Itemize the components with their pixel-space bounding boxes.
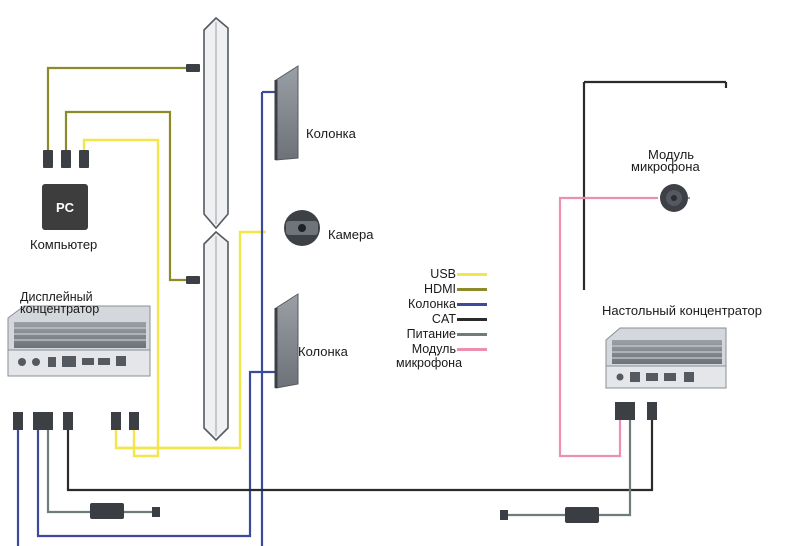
legend-row-speaker: Колонка xyxy=(366,298,487,310)
legend-swatch-power xyxy=(457,332,487,336)
power-adapter-left xyxy=(90,503,160,519)
display-hub-device xyxy=(7,305,151,377)
legend-swatch-mic xyxy=(457,347,487,351)
camera-label: Камера xyxy=(328,227,374,242)
legend-label: HDMI xyxy=(424,282,456,296)
legend-label: Модуль xyxy=(411,342,456,356)
table-hub-device xyxy=(605,327,727,389)
mic-module-label-line1: Модуль xyxy=(648,147,695,162)
speaker-bottom-label: Колонка xyxy=(298,344,348,359)
power-adapter-right xyxy=(500,507,599,523)
legend-row-cat: CAT xyxy=(366,313,487,325)
legend-row-mic: Модуль xyxy=(366,343,487,355)
computer-label: Компьютер xyxy=(30,237,98,252)
speaker-cables xyxy=(16,90,276,546)
legend-swatch-cat xyxy=(457,317,487,321)
mic-module-label-line2: микрофона xyxy=(631,159,700,174)
legend-row-usb: USB xyxy=(366,268,487,280)
legend-label: CAT xyxy=(431,312,456,326)
mic-cables xyxy=(558,196,658,458)
legend-label: USB xyxy=(430,267,456,281)
legend-row-power: Питание xyxy=(366,328,487,340)
speaker-bottom-icon xyxy=(274,293,299,389)
display-hub-label-line1: Дисплейный xyxy=(20,290,93,304)
pc-badge-text: PC xyxy=(56,200,75,215)
speaker-top-label: Колонка xyxy=(306,126,356,141)
legend-swatch-speaker xyxy=(457,302,487,306)
display-hub-label-line2: концентратор xyxy=(20,302,100,316)
table-hub-label: Настольный концентратор xyxy=(602,303,762,318)
legend-swatch-hdmi xyxy=(457,287,487,291)
speaker-top-icon xyxy=(274,65,299,161)
power-cables xyxy=(46,418,632,517)
legend-swatch-usb xyxy=(457,272,487,276)
legend-mic-second-line: микрофона xyxy=(396,356,463,370)
usb-cables xyxy=(82,138,266,458)
display-screen xyxy=(203,16,229,442)
hdmi-cables xyxy=(46,66,196,282)
camera-icon xyxy=(284,210,320,246)
microphone-module-icon xyxy=(660,184,690,212)
legend-label: Колонка xyxy=(408,297,456,311)
cat-cables xyxy=(66,80,726,492)
legend-row-hdmi: HDMI xyxy=(366,283,487,295)
legend-label: Питание xyxy=(406,327,456,341)
pc-icon xyxy=(42,184,88,230)
cable-connectors xyxy=(13,64,657,430)
